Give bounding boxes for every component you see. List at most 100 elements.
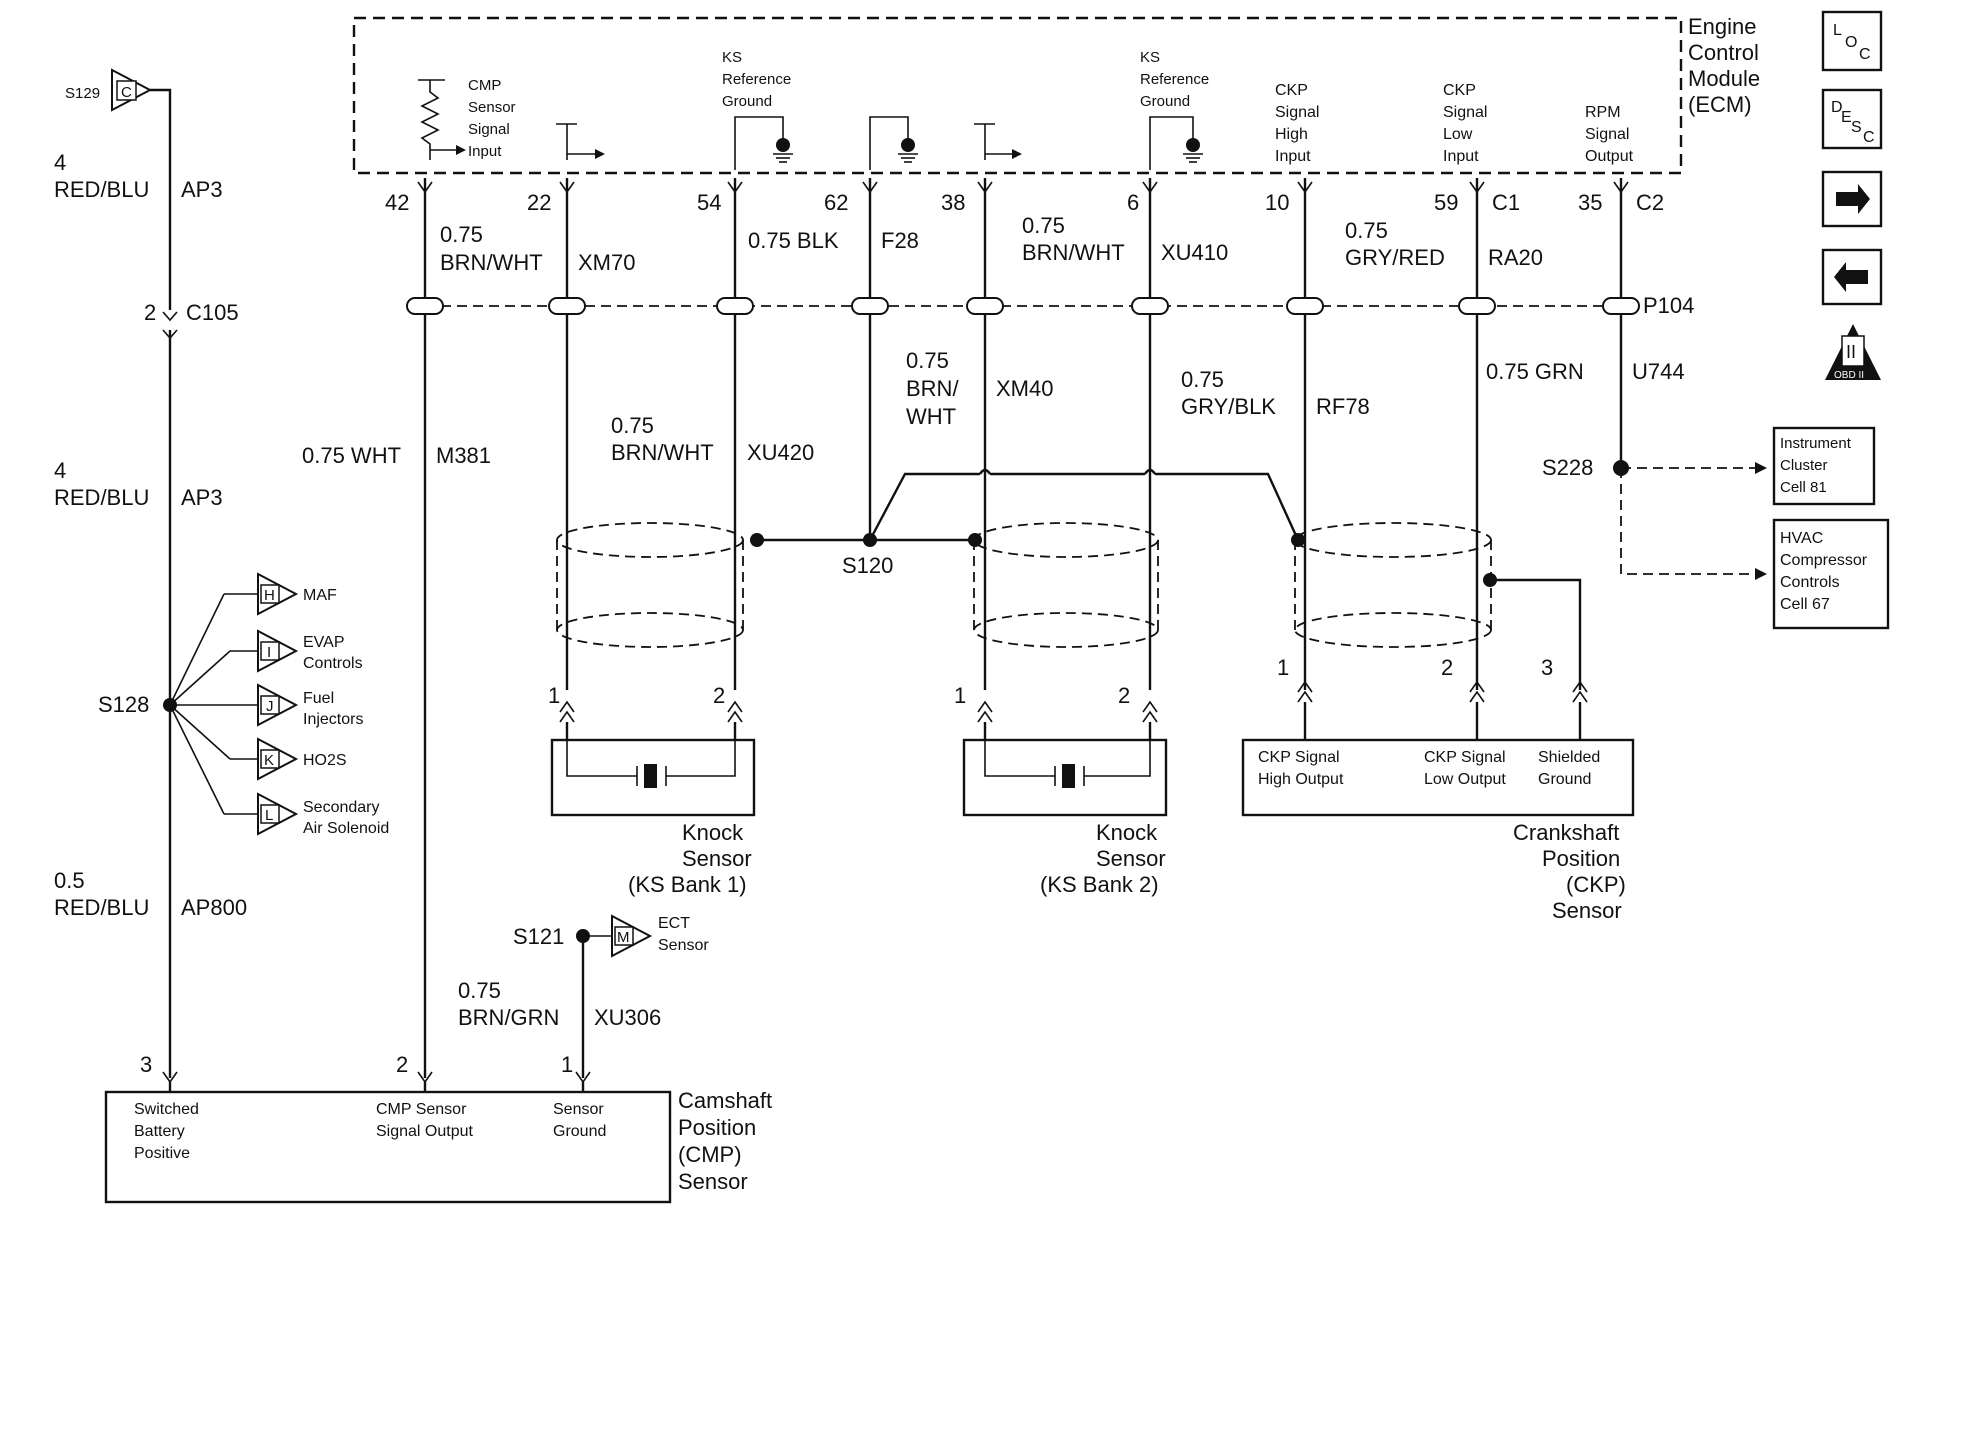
ect-connector-letter: M (617, 929, 630, 946)
hvac-compressor-reference[interactable]: HVAC Compressor Controls Cell 67 (1772, 518, 1890, 630)
ks-ref-ground1-icon (734, 116, 793, 170)
cmp-ground-label-1: Sensor (553, 1101, 604, 1118)
cmp-pin-1: 1 (561, 1052, 573, 1077)
branch-ho2s-label: HO2S (303, 752, 347, 769)
arrow-right-icon (1836, 184, 1870, 214)
ks-ref-gnd1-label-2: Reference (722, 71, 791, 88)
rf78-circuit: RF78 (1316, 394, 1370, 419)
ckp-low-input-label-3: Low (1443, 126, 1473, 143)
xu306-color: BRN/GRN (458, 1005, 559, 1030)
ect-label-2: Sensor (658, 937, 709, 954)
c105-pin: 2 (144, 300, 156, 325)
ecm-pin-62: 62 (824, 190, 848, 215)
cmp-input-label-1: CMP (468, 77, 501, 94)
previous-page-button[interactable] (1821, 248, 1883, 306)
xu420-gauge: 0.75 (611, 413, 654, 438)
ks1-title-1: Knock (682, 820, 744, 845)
cmp-signal-label-2: Signal Output (376, 1123, 474, 1140)
cmp-input-label-4: Input (468, 143, 502, 160)
cmp-batt-label-3: Positive (134, 1145, 190, 1162)
branch-j-letter: J (266, 698, 274, 715)
branch-k-letter: K (264, 752, 274, 769)
rpm-output-label-3: Output (1585, 148, 1634, 165)
obd-icon-glyph: II (1846, 342, 1856, 362)
ecm-title-3: Module (1688, 66, 1760, 91)
p104-label: P104 (1643, 293, 1694, 318)
pin62-ground-icon (869, 116, 918, 170)
ap3-color-2: RED/BLU (54, 485, 149, 510)
ap800-color: RED/BLU (54, 895, 149, 920)
cluster-label-3: Cell 81 (1780, 479, 1827, 496)
instrument-cluster-reference[interactable]: Instrument Cluster Cell 81 (1772, 426, 1876, 506)
branch-h-letter: H (264, 587, 275, 604)
pin38-internal-icon (974, 123, 1022, 160)
ks2-pin-1: 1 (954, 683, 966, 708)
cmp-title-3: (CMP) (678, 1142, 742, 1167)
hvac-label-4: Cell 67 (1780, 596, 1830, 613)
c105-label: C105 (186, 300, 239, 325)
ra20-color: GRY/RED (1345, 245, 1445, 270)
cluster-label-2: Cluster (1780, 457, 1828, 474)
ecm-pin-10: 10 (1265, 190, 1289, 215)
ks-ref-gnd1-label-3: Ground (722, 93, 772, 110)
maf-connector-icon (257, 572, 299, 616)
fuel-injectors-connector-icon (257, 683, 299, 727)
desc-letter-e: E (1841, 109, 1852, 126)
ecm-pin-59: 59 (1434, 190, 1458, 215)
ckp-low-input-label-4: Input (1443, 148, 1479, 165)
m381-circuit: M381 (436, 443, 491, 468)
ckp-high-input-label-3: High (1275, 126, 1308, 143)
desc-button[interactable]: D E S C (1821, 88, 1883, 150)
ecm-pin-42: 42 (385, 190, 409, 215)
s228-label: S228 (1542, 455, 1593, 480)
s129-connector-letter: C (121, 84, 132, 101)
loc-letter-l: L (1833, 22, 1842, 39)
ks-ref-gnd2-label-1: KS (1140, 49, 1160, 66)
hvac-label-1: HVAC (1780, 530, 1823, 547)
ckp-low-input-label-2: Signal (1443, 104, 1487, 121)
ks-ref-gnd2-label-3: Ground (1140, 93, 1190, 110)
cmp-pin-2: 2 (396, 1052, 408, 1077)
pin22-internal-icon (556, 123, 605, 160)
ckp-shield-gnd-label-1: Shielded (1538, 749, 1600, 766)
f28-gauge: 0.75 BLK (748, 228, 839, 253)
obd-ii-button[interactable]: II OBD II (1825, 324, 1881, 381)
branch-i-letter: I (267, 644, 271, 661)
ecm-pin-6: 6 (1127, 190, 1139, 215)
ecm-connector-c1: C1 (1492, 190, 1520, 215)
xm40-color-2: WHT (906, 404, 956, 429)
ks1-title-3: (KS Bank 1) (628, 872, 747, 897)
s228-splice: S228 (1542, 455, 1767, 580)
ra20-circuit: RA20 (1488, 245, 1543, 270)
ckp-pin-3: 3 (1541, 655, 1553, 680)
ckp-high-output-label-2: High Output (1258, 771, 1344, 788)
ecm-pin-22: 22 (527, 190, 551, 215)
loc-button[interactable]: L O C (1821, 10, 1883, 72)
shield-drain-network: S120 (750, 468, 1305, 578)
loc-letter-c: C (1859, 46, 1871, 63)
xu420-circuit: XU420 (747, 440, 814, 465)
ap3-gauge-1: 4 (54, 150, 66, 175)
rpm-output-label-1: RPM (1585, 104, 1621, 121)
hvac-label-3: Controls (1780, 574, 1840, 591)
ap3-color-1: RED/BLU (54, 177, 149, 202)
cmp-title-1: Camshaft (678, 1088, 772, 1113)
hvac-label-2: Compressor (1780, 552, 1868, 569)
wire-bundle (417, 178, 1629, 1078)
cmp-title-4: Sensor (678, 1169, 748, 1194)
ckp-shield-gnd-label-2: Ground (1538, 771, 1591, 788)
s129-connector-icon (111, 68, 153, 112)
branch-secondary-air-label-2: Air Solenoid (303, 820, 389, 837)
xm70-color: BRN/WHT (440, 250, 543, 275)
ks-ref-gnd1-label-1: KS (722, 49, 742, 66)
s128-branches (169, 593, 258, 815)
ap3-gauge-2: 4 (54, 458, 66, 483)
ect-connector-icon (611, 914, 653, 958)
xm70-circuit: XM70 (578, 250, 635, 275)
next-page-button[interactable] (1821, 170, 1883, 228)
ap3-circuit-2: AP3 (181, 485, 223, 510)
ckp-high-input-label-4: Input (1275, 148, 1311, 165)
ecm-title-1: Engine (1688, 14, 1757, 39)
s120-label: S120 (842, 553, 893, 578)
